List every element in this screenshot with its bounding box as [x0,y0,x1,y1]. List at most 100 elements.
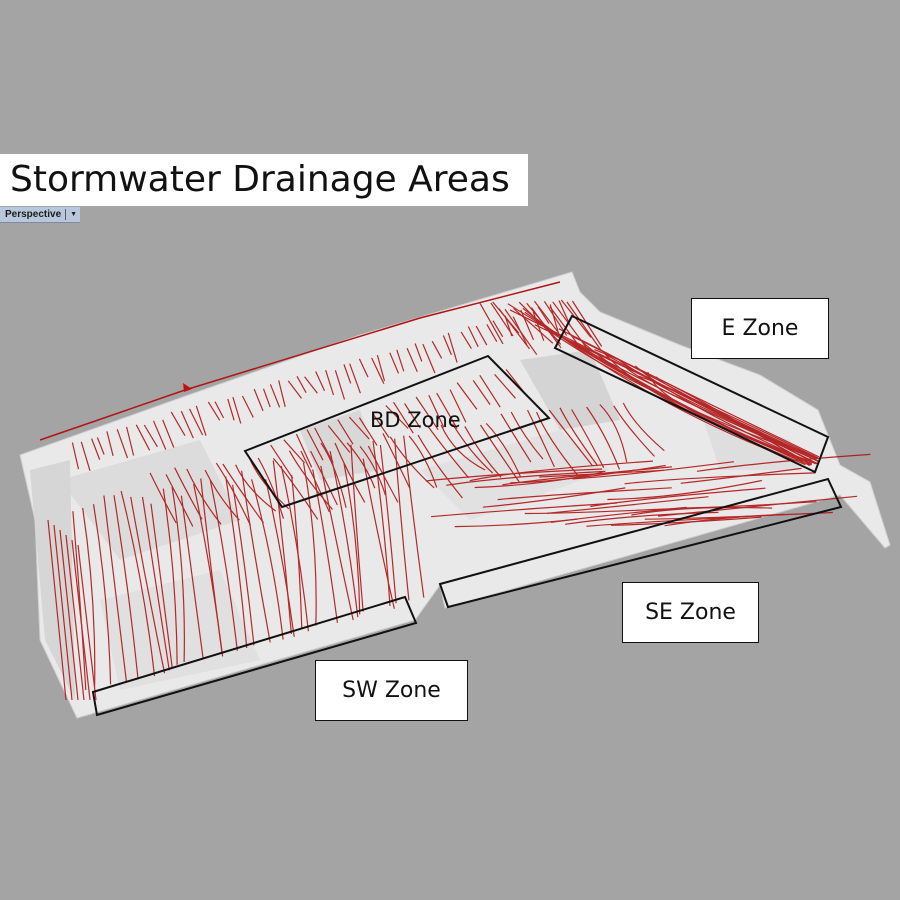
flow-line [479,374,501,408]
terrain-facet [30,460,75,700]
flow-line [460,331,472,349]
chevron-down-icon[interactable]: ▼ [70,211,78,218]
flow-line [624,472,816,485]
flow-line [599,404,628,463]
flow-line [526,409,555,468]
flow-line [180,410,194,439]
flow-line [549,306,581,348]
flow-line [232,484,255,646]
flow-line [82,508,96,688]
flow-line [320,465,354,621]
flow-line [367,445,399,503]
flow-line [162,419,175,448]
flow-line [572,461,734,480]
flow-line [382,433,411,489]
flow-line [625,367,817,459]
flow-line [296,376,307,393]
tab-separator [65,209,67,220]
flow-line [358,417,378,446]
flow-line [533,300,559,333]
flow-line [658,495,858,517]
flow-line [235,464,277,512]
flow-line [359,446,386,496]
flow-line [113,495,139,679]
flow-line [257,457,285,519]
flow-line [280,465,309,632]
flow-line [371,357,385,385]
flow-line [334,442,366,503]
flow-line [71,539,91,701]
flow-line [559,407,599,467]
flow-line [272,458,319,520]
flow-line [406,348,418,372]
flow-line [116,429,129,459]
flow-line [607,479,762,501]
flow-line [520,309,535,341]
sw-zone-label: SW Zone [315,660,468,721]
flow-line [431,340,443,359]
flow-line [510,411,544,460]
flow-line [403,435,425,598]
flow-line [392,401,414,434]
flow-line [385,405,409,429]
flow-line [188,408,204,436]
terrain-facet [100,570,260,690]
flow-line [152,420,167,450]
flow-line [442,335,452,356]
flow-line [677,501,817,509]
flow-line [664,513,786,527]
flow-line [622,402,665,452]
flow-line [548,409,593,466]
flow-line [531,307,562,349]
flow-line [498,308,530,350]
flow-line [150,503,173,668]
flow-line [174,467,203,520]
flow-lines [47,299,871,701]
flow-line [500,413,532,463]
flow-line [214,401,225,419]
flow-line [486,324,498,342]
flow-line [494,374,516,399]
flow-line [656,376,818,459]
se-zone-label: SE Zone [622,582,759,643]
flow-line [440,424,486,471]
flow-line [170,411,186,437]
terrain-facet [300,410,380,480]
flow-line [428,394,445,428]
flow-line [586,406,621,470]
flow-line [251,479,284,640]
flow-line [422,343,436,374]
flow-line [469,460,654,482]
flow-line [485,422,522,478]
viewport-tab-perspective[interactable]: Perspective ▼ [0,207,81,223]
flow-line [490,302,514,337]
flow-line [543,300,568,336]
flow-line [680,467,802,484]
flow-line [287,380,302,399]
flow-line [348,416,370,440]
flow-line [337,419,354,445]
flow-line [479,303,504,345]
flow-line [475,325,488,346]
flow-line [241,470,271,643]
flow-line [334,370,346,400]
flow-line [209,480,238,651]
flow-line [451,423,494,474]
flow-line [396,349,405,372]
flow-line [165,474,194,527]
terrain-facet [520,350,620,430]
flow-line [270,444,294,479]
flow-line [404,403,421,429]
flow-line [92,504,112,685]
flow-line [320,442,347,508]
flow-line [536,411,579,477]
flow-line [71,442,80,470]
flow-line [302,462,317,626]
flow-line [482,487,626,508]
flow-line [394,438,410,601]
ridge-flow-line [39,281,561,441]
flow-line [329,450,359,618]
flow-line [696,453,871,472]
flow-line [389,352,400,374]
